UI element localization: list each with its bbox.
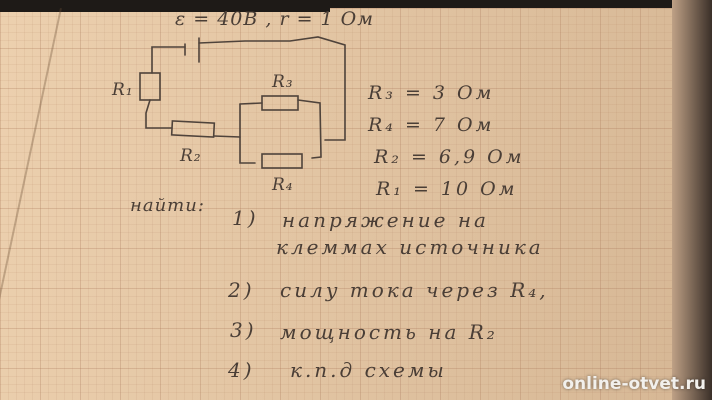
- resistor-r4: [261, 153, 303, 169]
- graph-paper: [0, 8, 712, 400]
- task-4-number: 4): [228, 358, 255, 382]
- given-r4: R₄ = 7 Ом: [368, 114, 495, 136]
- r4-label: R₄: [272, 175, 294, 195]
- r2-label: R₂: [180, 146, 202, 166]
- find-heading: найти:: [130, 195, 205, 216]
- task-2-text: силу тока через R₄,: [280, 278, 549, 302]
- resistor-r1: [139, 72, 161, 101]
- watermark: online-otvet.ru: [562, 374, 706, 394]
- wire-top-right: [198, 36, 346, 141]
- wire-top-left: [151, 46, 186, 74]
- wire-left-node: [239, 103, 256, 164]
- resistor-r2: [170, 120, 216, 138]
- task-3-number: 3): [230, 318, 257, 342]
- task-4-text: к.п.д схемы: [290, 358, 447, 382]
- task-2-number: 2): [228, 278, 255, 302]
- task-1-text-continued: клеммах источника: [276, 235, 544, 259]
- wire-r1-r2: [145, 99, 173, 129]
- wire-r2-node: [213, 135, 241, 138]
- table-edge: [672, 0, 712, 400]
- resistor-r3: [261, 95, 299, 111]
- wire-right-node: [297, 99, 322, 159]
- r3-label: R₃: [272, 72, 294, 92]
- task-1-text: напряжение на: [282, 208, 489, 232]
- given-r3: R₃ = 3 Ом: [368, 82, 495, 104]
- given-r1: R₁ = 10 Ом: [376, 178, 518, 200]
- emf-label: ε = 40В , r = 1 Ом: [175, 8, 374, 30]
- wire-to-r3: [239, 102, 263, 105]
- task-3-text: мощность на R₂: [280, 320, 498, 344]
- given-r2: R₂ = 6,9 Ом: [374, 146, 525, 168]
- r1-label: R₁: [112, 80, 134, 100]
- task-1-number: 1): [232, 206, 259, 230]
